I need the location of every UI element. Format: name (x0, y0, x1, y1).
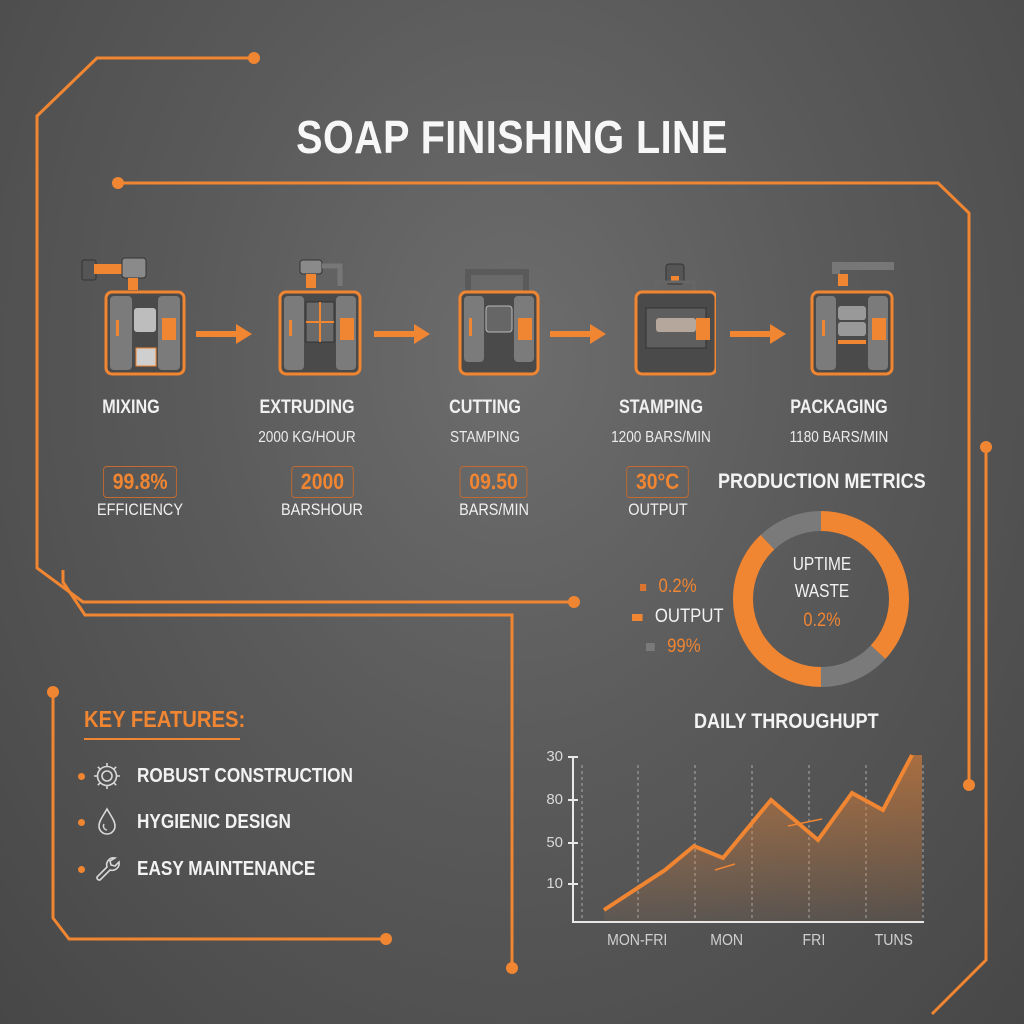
metric-bars-hour: 2000 BARSHOUR (262, 466, 382, 520)
stage-extruding[interactable]: EXTRUDING 2000 KG/HOUR (232, 256, 382, 447)
donut-center-value: 0.2% (803, 610, 841, 631)
bullet-dot (78, 772, 85, 780)
daily-throughput-title: DAILY THROUGHUPT (694, 710, 879, 733)
stamper-machine-icon (634, 263, 718, 376)
daily-throughput-chart (568, 754, 924, 923)
x-tick-label: TUNS (874, 932, 913, 949)
legend-label: OUTPUT (654, 606, 724, 627)
metric-value: 09.50 (460, 466, 528, 498)
metric-label: BARSHOUR (281, 500, 363, 519)
production-donut-chart (733, 511, 909, 687)
metric-bars-min: 09.50 BARS/MIN (434, 466, 554, 520)
extruder-machine-icon (278, 259, 362, 376)
stage-name: CUTTING (449, 397, 521, 418)
legend-item: 0.2% (640, 576, 697, 598)
stage-rate: 1180 BARS/MIN (789, 429, 889, 446)
metric-output: 30°C OUTPUT (598, 466, 718, 520)
metric-value: 2000 (290, 466, 354, 498)
stage-stamping[interactable]: STAMPING 1200 BARS/MIN (586, 256, 736, 447)
legend-label: 0.2% (658, 576, 697, 597)
stage-name: STAMPING (618, 397, 704, 418)
stage-rate: 1200 BARS/MIN (611, 429, 711, 446)
packager-machine-icon (810, 262, 912, 376)
y-tick-label: 30 (546, 748, 563, 765)
stage-name: EXTRUDING (259, 397, 355, 418)
stage-mixing[interactable]: MIXING (56, 256, 206, 419)
flow-arrow (550, 324, 606, 344)
metric-label: BARS/MIN (459, 500, 529, 519)
legend-item: 99% (646, 636, 701, 658)
x-tick-label: MON (710, 932, 744, 949)
stage-name: MIXING (102, 397, 160, 418)
feature-item: EASY MAINTENANCE (78, 853, 344, 885)
legend-swatch (640, 583, 647, 591)
mixer-machine-icon (81, 257, 186, 376)
legend-swatch (632, 613, 643, 621)
y-tick-label: 80 (546, 791, 563, 808)
flow-arrow (730, 324, 786, 344)
metric-value: 99.8% (102, 466, 178, 498)
x-tick-label: MON-FRI (607, 932, 668, 949)
feature-item: ROBUST CONSTRUCTION (78, 760, 388, 792)
stage-rate: STAMPING (449, 429, 521, 446)
feature-label: HYGIENIC DESIGN (137, 810, 291, 833)
wrench-icon (96, 857, 120, 881)
stage-name: PACKAGING (790, 397, 888, 418)
metric-label: OUTPUT (628, 500, 688, 519)
key-features-underline (84, 738, 240, 740)
stage-packaging[interactable]: PACKAGING 1180 BARS/MIN (764, 256, 914, 447)
production-metrics-title: PRODUCTION METRICS (718, 470, 926, 493)
bullet-dot (78, 865, 85, 873)
legend-item: OUTPUT (632, 606, 724, 628)
feature-item: HYGIENIC DESIGN (78, 806, 316, 838)
metric-value: 30°C (626, 466, 690, 498)
gear-icon (94, 763, 120, 789)
metric-efficiency: 99.8% EFFICIENCY (80, 466, 200, 520)
donut-center-label: UPTIME WASTE 0.2% (772, 554, 872, 632)
donut-center-line1: UPTIME (792, 554, 852, 574)
y-tick-label: 10 (546, 875, 563, 892)
feature-label: ROBUST CONSTRUCTION (137, 764, 353, 787)
page-title: SOAP FINISHING LINE (296, 111, 728, 163)
y-tick-label: 50 (546, 834, 563, 851)
legend-label: 99% (667, 636, 701, 657)
key-features-title: KEY FEATURES: (84, 706, 246, 732)
metric-label: EFFICIENCY (97, 500, 183, 519)
stage-cutting[interactable]: CUTTING STAMPING (410, 256, 560, 447)
cutter-machine-icon (458, 269, 540, 376)
x-tick-label: FRI (802, 932, 826, 949)
flow-arrow (196, 324, 252, 344)
legend-swatch (646, 643, 655, 651)
bullet-dot (78, 818, 85, 826)
flow-arrow (374, 324, 430, 344)
donut-center-line2: WASTE (794, 581, 850, 601)
droplet-icon (98, 807, 116, 835)
stage-rate: 2000 KG/HOUR (258, 429, 356, 446)
feature-label: EASY MAINTENANCE (137, 857, 316, 880)
